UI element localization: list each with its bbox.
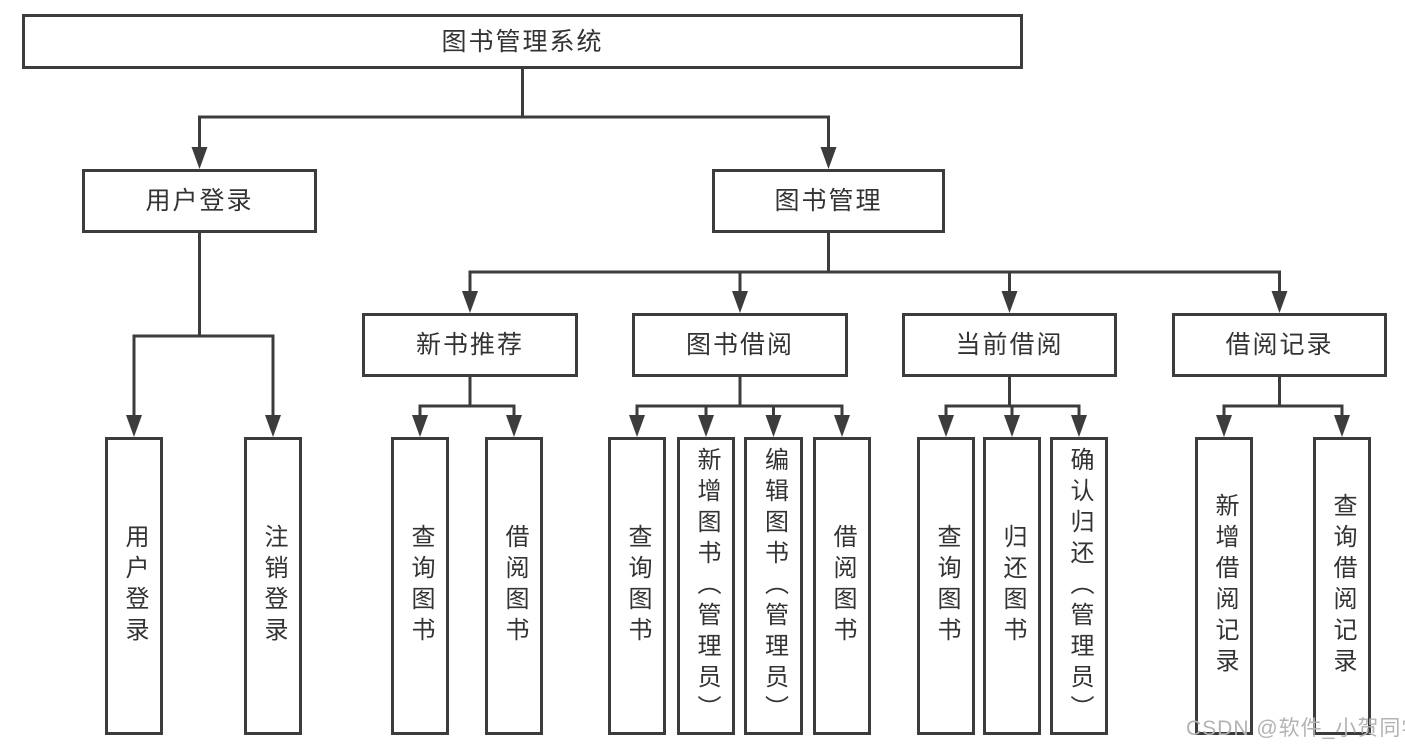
arrowhead-book-borrow (732, 291, 748, 313)
node-leaf-bb-add: 新增图书（管理员） (677, 437, 735, 735)
node-book-mgmt: 图书管理 (712, 169, 945, 233)
node-label-leaf-cb-return: 归还图书 (999, 524, 1026, 648)
node-label-new-book-rec: 新书推荐 (415, 331, 524, 359)
node-label-borrow-records: 借阅记录 (1225, 331, 1334, 359)
node-label-leaf-bb-borrow: 借阅图书 (829, 524, 856, 648)
arrowhead-book-mgmt (820, 147, 837, 169)
node-label-leaf-logout: 注销登录 (260, 524, 287, 648)
node-label-leaf-br-query: 查询借阅记录 (1329, 493, 1356, 679)
node-leaf-bb-query: 查询图书 (608, 437, 666, 735)
arrowhead-leaf-bb-borrow (834, 415, 850, 437)
arrowhead-new-book-rec (462, 291, 478, 313)
arrowhead-user-login (191, 147, 208, 169)
node-label-leaf-user-login: 用户登录 (121, 524, 148, 648)
node-leaf-bb-borrow: 借阅图书 (813, 437, 871, 735)
node-leaf-user-login: 用户登录 (105, 437, 163, 735)
node-label-leaf-bb-edit: 编辑图书（管理员） (760, 446, 788, 726)
node-user-login: 用户登录 (82, 169, 317, 233)
node-label-leaf-bb-add: 新增图书（管理员） (693, 446, 720, 726)
node-leaf-cb-confirm: 确认归还（管理员） (1050, 437, 1108, 735)
arrowhead-leaf-br-add (1216, 415, 1232, 437)
node-label-user-login: 用户登录 (145, 187, 254, 215)
arrowhead-current-borrow (1001, 291, 1018, 313)
node-leaf-br-add: 新增借阅记录 (1195, 437, 1253, 735)
connector-user-login (132, 233, 275, 419)
node-label-current-borrow: 当前借阅 (955, 331, 1064, 359)
connector-current-borrow (944, 377, 1081, 419)
arrowhead-leaf-cb-return (1004, 415, 1020, 437)
node-label-leaf-cb-confirm: 确认归还（管理员） (1066, 446, 1093, 726)
node-leaf-nb-borrow: 借阅图书 (485, 437, 543, 735)
arrowhead-borrow-records (1271, 291, 1288, 313)
node-leaf-cb-return: 归还图书 (983, 437, 1041, 735)
node-label-book-mgmt: 图书管理 (774, 187, 883, 215)
arrowhead-leaf-bb-edit (765, 415, 782, 437)
node-borrow-records: 借阅记录 (1172, 313, 1387, 377)
node-label-leaf-nb-query: 查询图书 (407, 524, 434, 648)
node-book-borrow: 图书借阅 (632, 313, 848, 377)
arrowhead-leaf-cb-confirm (1071, 415, 1087, 437)
arrowhead-leaf-bb-query (629, 415, 645, 437)
watermark-text: CSDN @软件_小贺同学 (1186, 717, 1405, 740)
node-label-leaf-cb-query: 查询图书 (933, 524, 960, 648)
arrowhead-leaf-bb-add (698, 415, 714, 437)
node-label-book-borrow: 图书借阅 (685, 331, 794, 359)
node-leaf-cb-query: 查询图书 (917, 437, 975, 735)
node-label-leaf-bb-query: 查询图书 (624, 524, 651, 648)
arrowhead-leaf-nb-query (412, 415, 428, 437)
node-new-book-rec: 新书推荐 (362, 313, 578, 377)
node-label-leaf-nb-borrow: 借阅图书 (501, 524, 528, 648)
arrowhead-leaf-user-login (126, 415, 142, 437)
node-current-borrow: 当前借阅 (902, 313, 1117, 377)
node-leaf-bb-edit: 编辑图书（管理员） (744, 437, 803, 735)
node-leaf-br-query: 查询借阅记录 (1313, 437, 1371, 735)
arrowhead-leaf-nb-borrow (506, 415, 522, 437)
connector-borrow-records (1222, 377, 1344, 419)
connector-new-book-rec (418, 377, 516, 419)
arrowhead-leaf-br-query (1334, 415, 1350, 437)
node-root: 图书管理系统 (22, 14, 1023, 69)
connector-book-mgmt (468, 233, 1281, 295)
arrowhead-leaf-logout (265, 415, 281, 437)
node-leaf-nb-query: 查询图书 (391, 437, 449, 735)
node-label-leaf-br-add: 新增借阅记录 (1211, 493, 1238, 679)
connector-book-borrow (635, 377, 844, 419)
node-label-root: 图书管理系统 (441, 27, 604, 56)
node-leaf-logout: 注销登录 (244, 437, 302, 735)
connector-root (198, 69, 830, 151)
arrowhead-leaf-cb-query (938, 415, 954, 437)
